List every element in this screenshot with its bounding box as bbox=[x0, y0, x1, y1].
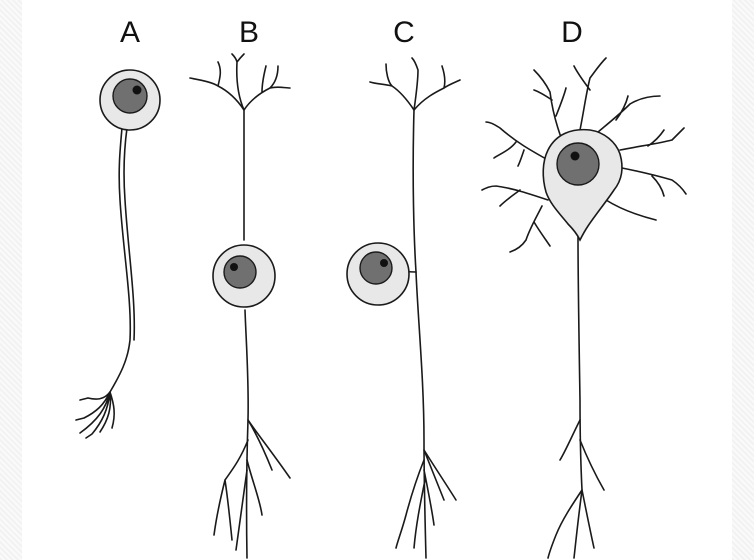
label-b: B bbox=[239, 16, 259, 49]
neuron-c-nucleolus bbox=[380, 259, 388, 267]
label-a: A bbox=[120, 16, 140, 49]
neuron-d-nucleolus bbox=[571, 152, 580, 161]
neuron-b-axon-terminals bbox=[214, 420, 290, 550]
neuron-c-central-process bbox=[416, 272, 426, 558]
neuron-a-terminal-branches bbox=[76, 392, 114, 438]
neuron-d bbox=[482, 58, 686, 558]
neuron-d-axon bbox=[578, 236, 582, 490]
neuron-a bbox=[76, 70, 160, 438]
neuron-a-nucleus bbox=[113, 79, 147, 113]
neuron-c-peripheral-process bbox=[413, 110, 416, 272]
neuron-a-nucleolus bbox=[133, 86, 142, 95]
neuron-b-axon bbox=[245, 310, 248, 558]
neuron-b-dendrite-tree bbox=[190, 54, 290, 110]
neuron-c bbox=[347, 58, 460, 558]
neuron-b-nucleolus bbox=[230, 263, 238, 271]
neuron-c-nucleus bbox=[360, 252, 392, 284]
neuron-b-nucleus bbox=[224, 256, 256, 288]
neuron-a-axon bbox=[110, 128, 130, 392]
neuron-c-dendrite-tree bbox=[370, 58, 460, 110]
neuron-d-nucleus bbox=[557, 143, 599, 185]
neuron-b bbox=[190, 54, 290, 558]
label-d: D bbox=[561, 16, 583, 49]
neuron-d-axon-terminals bbox=[548, 420, 604, 558]
label-c: C bbox=[393, 16, 415, 49]
